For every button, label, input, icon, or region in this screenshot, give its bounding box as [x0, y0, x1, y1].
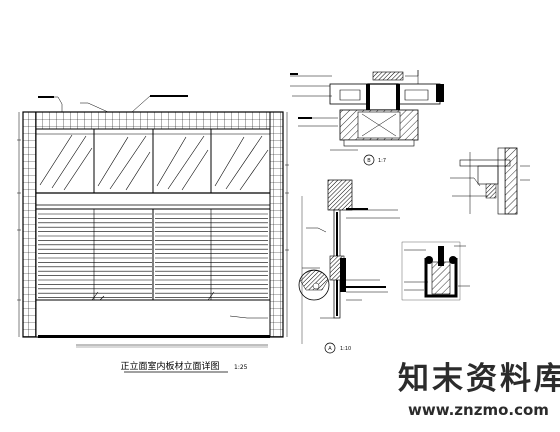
u-channel-detail [401, 241, 470, 301]
section-b-detail [290, 70, 444, 166]
section-a-marker: A [328, 346, 332, 352]
glass-reflection-lines [39, 134, 269, 191]
watermark-brand-text: 知末资料库 [398, 361, 560, 397]
frame-left-band [22, 111, 37, 338]
section-b-scale: 1:7 [378, 158, 386, 164]
main-title: 正立面室内板材立面详图 [120, 360, 219, 372]
watermark: 知末资料库 www.znzmo.com [398, 361, 560, 419]
main-elevation [17, 95, 289, 348]
frame-top-band [22, 111, 284, 130]
section-b-marker-circle [363, 154, 375, 166]
main-scale: 1:25 [234, 364, 248, 371]
watermark-url: www.znzmo.com [408, 401, 549, 419]
section-a-detail [298, 179, 400, 354]
frame-right-band [269, 111, 284, 338]
wall-section-detail [450, 147, 530, 215]
section-b-marker: B [367, 158, 371, 164]
section-a-marker-circle [324, 342, 336, 354]
leader-lines-top [38, 95, 188, 113]
section-a-scale: 1:10 [340, 346, 351, 352]
louver-slats [38, 213, 268, 298]
